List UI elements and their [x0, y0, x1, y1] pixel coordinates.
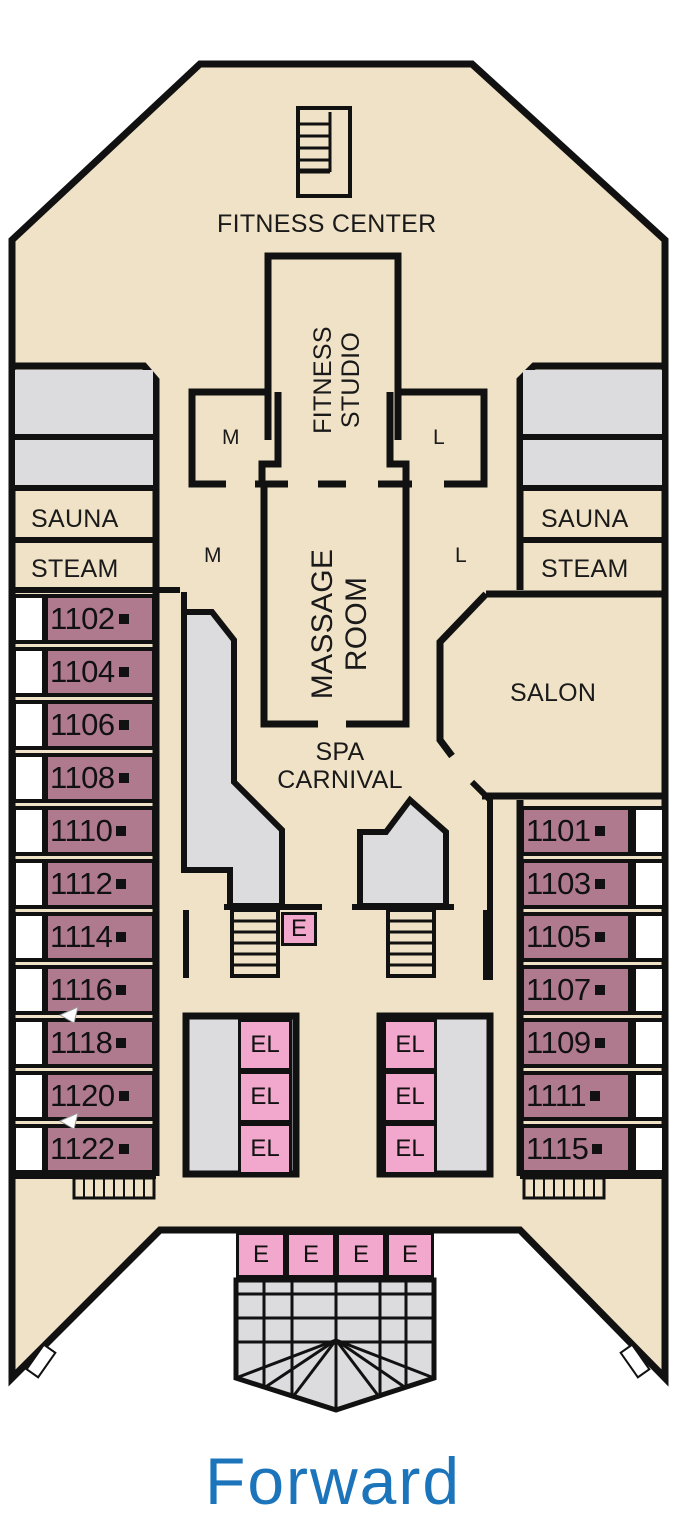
elevator: E: [236, 1232, 286, 1278]
balcony: [12, 700, 46, 750]
stairs-right: [386, 908, 436, 978]
door-marker-icon: [594, 932, 605, 942]
elevator-single: E: [281, 912, 317, 946]
door-marker-icon: [594, 1038, 605, 1048]
deck-plan-drawing: [8, 60, 669, 1413]
steam-right-label: STEAM: [541, 555, 629, 583]
cabin-1105[interactable]: 1105: [520, 912, 632, 962]
balcony: [632, 1124, 666, 1174]
door-marker-icon: [118, 667, 129, 677]
sauna-left-label: SAUNA: [31, 505, 119, 533]
mens-room-label: M: [222, 426, 240, 449]
sauna-right-label: SAUNA: [541, 505, 629, 533]
spa-carnival-label: SPA CARNIVAL: [277, 738, 403, 794]
balcony: [12, 965, 46, 1015]
cabin-1111[interactable]: 1111: [520, 1071, 632, 1121]
fitness-studio-label: FITNESS STUDIO: [309, 326, 365, 434]
balcony: [632, 965, 666, 1015]
balcony: [12, 806, 46, 856]
vent-right: [522, 1176, 606, 1200]
elevator: E: [386, 1232, 434, 1278]
door-marker-icon: [116, 879, 127, 889]
balcony: [12, 859, 46, 909]
cabin-1106[interactable]: 1106: [44, 700, 156, 750]
cabin-1122[interactable]: 1122: [44, 1124, 156, 1174]
elevator: EL: [383, 1071, 437, 1123]
balcony: [12, 1018, 46, 1068]
balcony: [12, 912, 46, 962]
cabin-1107[interactable]: 1107: [520, 965, 632, 1015]
door-marker-icon: [118, 773, 129, 783]
elevator: EL: [383, 1123, 437, 1175]
fitness-stairs: [296, 106, 352, 198]
balcony: [632, 806, 666, 856]
door-marker-icon: [118, 720, 129, 730]
balcony: [12, 1071, 46, 1121]
cabin-1102[interactable]: 1102: [44, 594, 156, 644]
balcony: [12, 647, 46, 697]
cabin-1101[interactable]: 1101: [520, 806, 632, 856]
cabin-1104[interactable]: 1104: [44, 647, 156, 697]
balcony: [12, 594, 46, 644]
door-marker-icon: [118, 1144, 129, 1154]
door-marker-icon: [594, 985, 605, 995]
door-marker-icon: [590, 1091, 601, 1101]
cabin-1109[interactable]: 1109: [520, 1018, 632, 1068]
door-marker-icon: [594, 826, 605, 836]
connecting-cabin-icon: [58, 1006, 79, 1024]
door-marker-icon: [594, 879, 605, 889]
vent-left: [72, 1176, 156, 1200]
cabin-1103[interactable]: 1103: [520, 859, 632, 909]
elevator: E: [336, 1232, 386, 1278]
direction-label: Forward: [205, 1444, 462, 1518]
balcony: [632, 912, 666, 962]
steam-left-label: STEAM: [31, 555, 119, 583]
balcony: [632, 1018, 666, 1068]
elevator: EL: [238, 1123, 292, 1175]
cabin-1114[interactable]: 1114: [44, 912, 156, 962]
elevator: E: [286, 1232, 336, 1278]
door-marker-icon: [116, 1038, 127, 1048]
elevator: EL: [238, 1019, 292, 1071]
cabin-1118[interactable]: 1118: [44, 1018, 156, 1068]
balcony: [632, 1071, 666, 1121]
cabin-1116[interactable]: 1116: [44, 965, 156, 1015]
elevator: EL: [383, 1019, 437, 1071]
cabin-1110[interactable]: 1110: [44, 806, 156, 856]
balcony: [12, 753, 46, 803]
stairs-left: [230, 908, 280, 978]
cabin-1108[interactable]: 1108: [44, 753, 156, 803]
mens-area-label: M: [204, 544, 222, 567]
door-marker-icon: [592, 1144, 603, 1154]
door-marker-icon: [118, 1091, 129, 1101]
elevator: EL: [238, 1071, 292, 1123]
door-marker-icon: [116, 932, 127, 942]
balcony: [632, 859, 666, 909]
massage-room-label: MASSAGE ROOM: [306, 548, 373, 700]
salon-label: SALON: [510, 679, 597, 707]
connecting-cabin-icon: [58, 1112, 79, 1130]
balcony: [12, 1124, 46, 1174]
door-marker-icon: [118, 614, 129, 624]
cabin-1115[interactable]: 1115: [520, 1124, 632, 1174]
door-marker-icon: [116, 985, 127, 995]
skylight-pyramid: [233, 1277, 437, 1413]
ladies-room-label: L: [433, 426, 445, 449]
ladies-area-label: L: [455, 544, 467, 567]
door-marker-icon: [116, 826, 127, 836]
fitness-center-label: FITNESS CENTER: [217, 210, 437, 238]
cabin-1112[interactable]: 1112: [44, 859, 156, 909]
cabin-1120[interactable]: 1120: [44, 1071, 156, 1121]
